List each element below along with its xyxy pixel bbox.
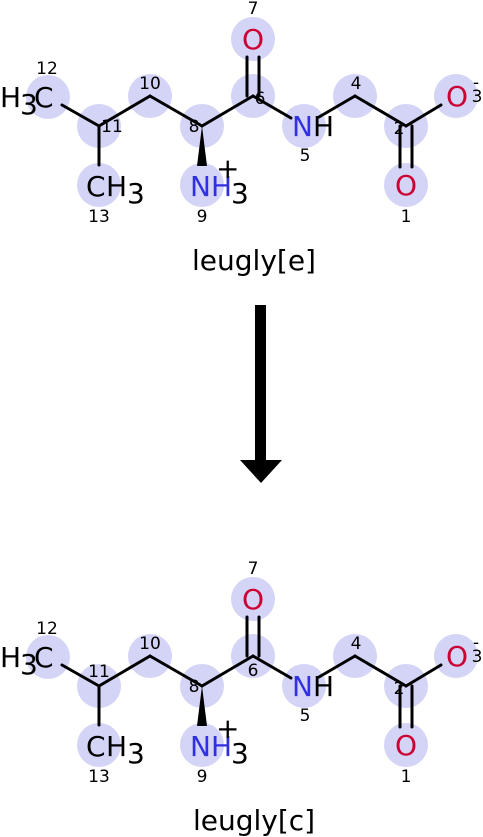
atom-labels: O O O - N H N H 3 + H 3 C C H 3 bbox=[0, 583, 479, 770]
atom-index-7: 7 bbox=[248, 0, 259, 19]
reaction-arrow bbox=[240, 305, 282, 483]
atom-index-1: 1 bbox=[401, 207, 412, 227]
atom-7-symbol: O bbox=[242, 23, 264, 56]
wedge-bond bbox=[197, 686, 207, 726]
atom-index-10: 10 bbox=[139, 74, 161, 94]
atom-indices: 7 12 10 6 4 3 11 8 2 5 13 9 1 bbox=[36, 559, 482, 787]
atom-index-7: 7 bbox=[248, 559, 259, 579]
atom-9-symbol: N bbox=[190, 730, 211, 763]
atom-13-symbol: C bbox=[86, 730, 106, 763]
atom-9-symbol: N bbox=[190, 170, 211, 203]
atom-index-8: 8 bbox=[189, 677, 200, 697]
atom-index-5: 5 bbox=[300, 146, 311, 166]
bonds bbox=[60, 615, 443, 729]
atom-1-symbol: O bbox=[395, 729, 417, 762]
molecule-top: O O O - N H N H 3 + H 3 C C H 3 7 12 10 … bbox=[0, 0, 482, 277]
atom-13-symbol: C bbox=[86, 170, 106, 203]
atom-index-4: 4 bbox=[351, 634, 362, 654]
atom-index-6: 6 bbox=[255, 89, 266, 109]
atom-7-symbol: O bbox=[242, 583, 264, 616]
atom-index-3: 3 bbox=[472, 87, 483, 107]
atom-9-hcount: 3 bbox=[231, 737, 249, 770]
atom-index-13: 13 bbox=[88, 207, 110, 227]
molecule-bottom: O O O - N H N H 3 + H 3 C C H 3 7 12 10 … bbox=[0, 559, 482, 837]
atom-3-symbol: O bbox=[446, 80, 468, 113]
atom-index-4: 4 bbox=[351, 74, 362, 94]
atom-indices: 7 12 10 6 4 3 11 8 2 5 13 9 1 bbox=[36, 0, 482, 227]
atom-index-11: 11 bbox=[88, 662, 110, 682]
atom-5-hydrogen: H bbox=[313, 670, 334, 703]
atom-index-12: 12 bbox=[36, 619, 58, 639]
atom-12-symbol: C bbox=[34, 81, 54, 114]
atom-index-11: 11 bbox=[101, 117, 123, 137]
atom-5-symbol: N bbox=[292, 670, 313, 703]
atom-12-hydrogen: H bbox=[0, 81, 21, 114]
atom-3-charge: - bbox=[473, 633, 479, 653]
atom-index-6: 6 bbox=[248, 661, 259, 681]
atom-12-hcount: 3 bbox=[20, 88, 38, 121]
atom-9-hydrogen: H bbox=[211, 730, 232, 763]
atom-13-hydrogen: H bbox=[106, 730, 127, 763]
atom-13-hcount: 3 bbox=[127, 737, 145, 770]
atom-9-hcount: 3 bbox=[231, 177, 249, 210]
atom-5-symbol: N bbox=[292, 110, 313, 143]
atom-3-charge: - bbox=[473, 73, 479, 93]
atom-index-3: 3 bbox=[472, 647, 483, 667]
atom-index-9: 9 bbox=[197, 207, 208, 227]
atom-12-hydrogen: H bbox=[0, 641, 21, 674]
molecule-label-top: leugly[e] bbox=[192, 244, 316, 277]
atom-highlights bbox=[26, 577, 478, 767]
atom-index-13: 13 bbox=[88, 767, 110, 787]
atom-9-hydrogen: H bbox=[211, 170, 232, 203]
atom-3-symbol: O bbox=[446, 640, 468, 673]
molecule-label-bottom: leugly[c] bbox=[193, 804, 315, 837]
atom-index-1: 1 bbox=[401, 767, 412, 787]
bonds bbox=[60, 55, 443, 169]
atom-index-2: 2 bbox=[394, 679, 405, 699]
atom-9-charge: + bbox=[216, 152, 239, 185]
atom-labels: O O O - N H N H 3 + H 3 C C H 3 bbox=[0, 23, 479, 210]
atom-12-hcount: 3 bbox=[20, 648, 38, 681]
atom-12-symbol: C bbox=[34, 641, 54, 674]
atom-9-charge: + bbox=[216, 712, 239, 745]
atom-5-hydrogen: H bbox=[313, 110, 334, 143]
atom-index-10: 10 bbox=[139, 634, 161, 654]
atom-index-9: 9 bbox=[197, 767, 208, 787]
atom-13-hcount: 3 bbox=[127, 177, 145, 210]
atom-13-hydrogen: H bbox=[106, 170, 127, 203]
atom-index-12: 12 bbox=[36, 59, 58, 79]
atom-index-5: 5 bbox=[300, 706, 311, 726]
atom-index-8: 8 bbox=[189, 117, 200, 137]
atom-1-symbol: O bbox=[395, 169, 417, 202]
wedge-bond bbox=[197, 126, 207, 166]
atom-index-2: 2 bbox=[394, 119, 405, 139]
